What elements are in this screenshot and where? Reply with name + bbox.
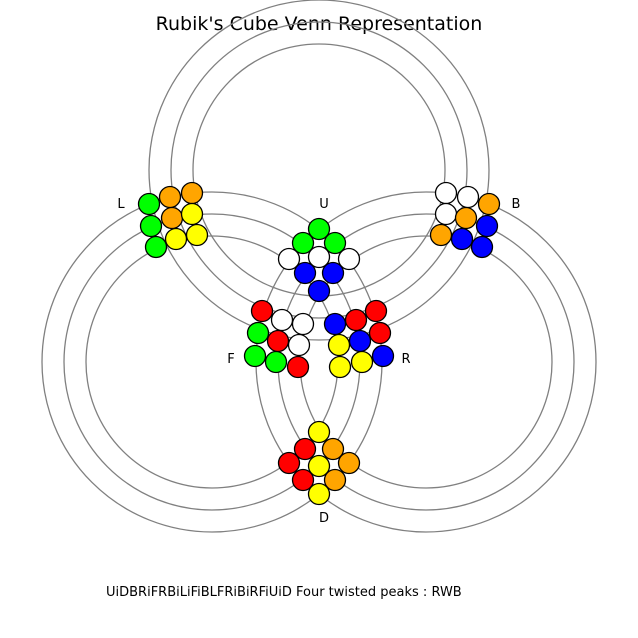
face-label-b: B [512,197,521,212]
sticker-u-4 [277,247,301,271]
sticker-f-1 [250,299,274,323]
venn-ring-top-2 [170,21,468,319]
sticker-b-7 [429,223,453,247]
sticker-layer [137,181,501,506]
sticker-b-6 [475,214,499,238]
sticker-d-7 [291,468,315,492]
sticker-l-4 [139,214,163,238]
sticker-f-3 [291,312,315,336]
sticker-d-4 [277,451,301,475]
sticker-d-1 [307,420,331,444]
sticker-u-9 [307,279,331,303]
face-labels: U L B F R D [117,197,520,526]
sticker-d-5 [307,454,331,478]
sticker-u-2 [291,231,315,255]
sticker-f-7 [243,344,267,368]
sticker-u-3 [323,231,347,255]
sticker-r-3 [323,312,347,336]
sticker-d-3 [321,437,345,461]
sticker-r-9 [328,355,352,379]
diagram-title: Rubik's Cube Venn Representation [156,13,483,35]
sticker-r-1 [364,299,388,323]
sticker-b-9 [470,235,494,259]
sticker-l-5 [160,206,184,230]
sticker-r-5 [348,329,372,353]
sticker-u-1 [307,217,331,241]
sticker-u-6 [337,247,361,271]
sticker-f-2 [270,308,294,332]
sticker-f-4 [246,321,270,345]
sticker-f-6 [287,333,311,357]
sticker-r-6 [327,333,351,357]
sticker-u-5 [307,245,331,269]
sticker-b-5 [454,206,478,230]
sticker-r-2 [344,308,368,332]
sticker-l-2 [158,185,182,209]
sticker-d-6 [337,451,361,475]
sticker-b-8 [450,227,474,251]
sticker-f-5 [266,329,290,353]
face-label-r: R [401,352,410,367]
face-label-u: U [319,197,329,212]
sticker-l-3 [180,181,204,205]
face-label-f: F [227,352,234,367]
sticker-f-9 [286,355,310,379]
sticker-l-6 [180,202,204,226]
sticker-d-8 [323,468,347,492]
sticker-d-9 [307,482,331,506]
face-label-l: L [117,197,125,212]
sticker-r-7 [371,344,395,368]
sticker-l-1 [137,192,161,216]
face-label-d: D [319,511,329,526]
sticker-l-9 [185,223,209,247]
sticker-r-8 [350,350,374,374]
sticker-r-4 [368,321,392,345]
sticker-d-2 [293,437,317,461]
sticker-b-4 [434,202,458,226]
sticker-b-3 [477,192,501,216]
sticker-b-1 [434,181,458,205]
venn-ring-top-3 [148,0,490,341]
sticker-l-7 [144,235,168,259]
sticker-u-8 [321,261,345,285]
move-sequence-caption: UiDBRiFRBiLiFiBLFRiBiRFiUiD Four twisted… [106,585,462,600]
sticker-f-8 [264,350,288,374]
sticker-l-8 [164,227,188,251]
sticker-b-2 [456,185,480,209]
sticker-u-7 [293,261,317,285]
